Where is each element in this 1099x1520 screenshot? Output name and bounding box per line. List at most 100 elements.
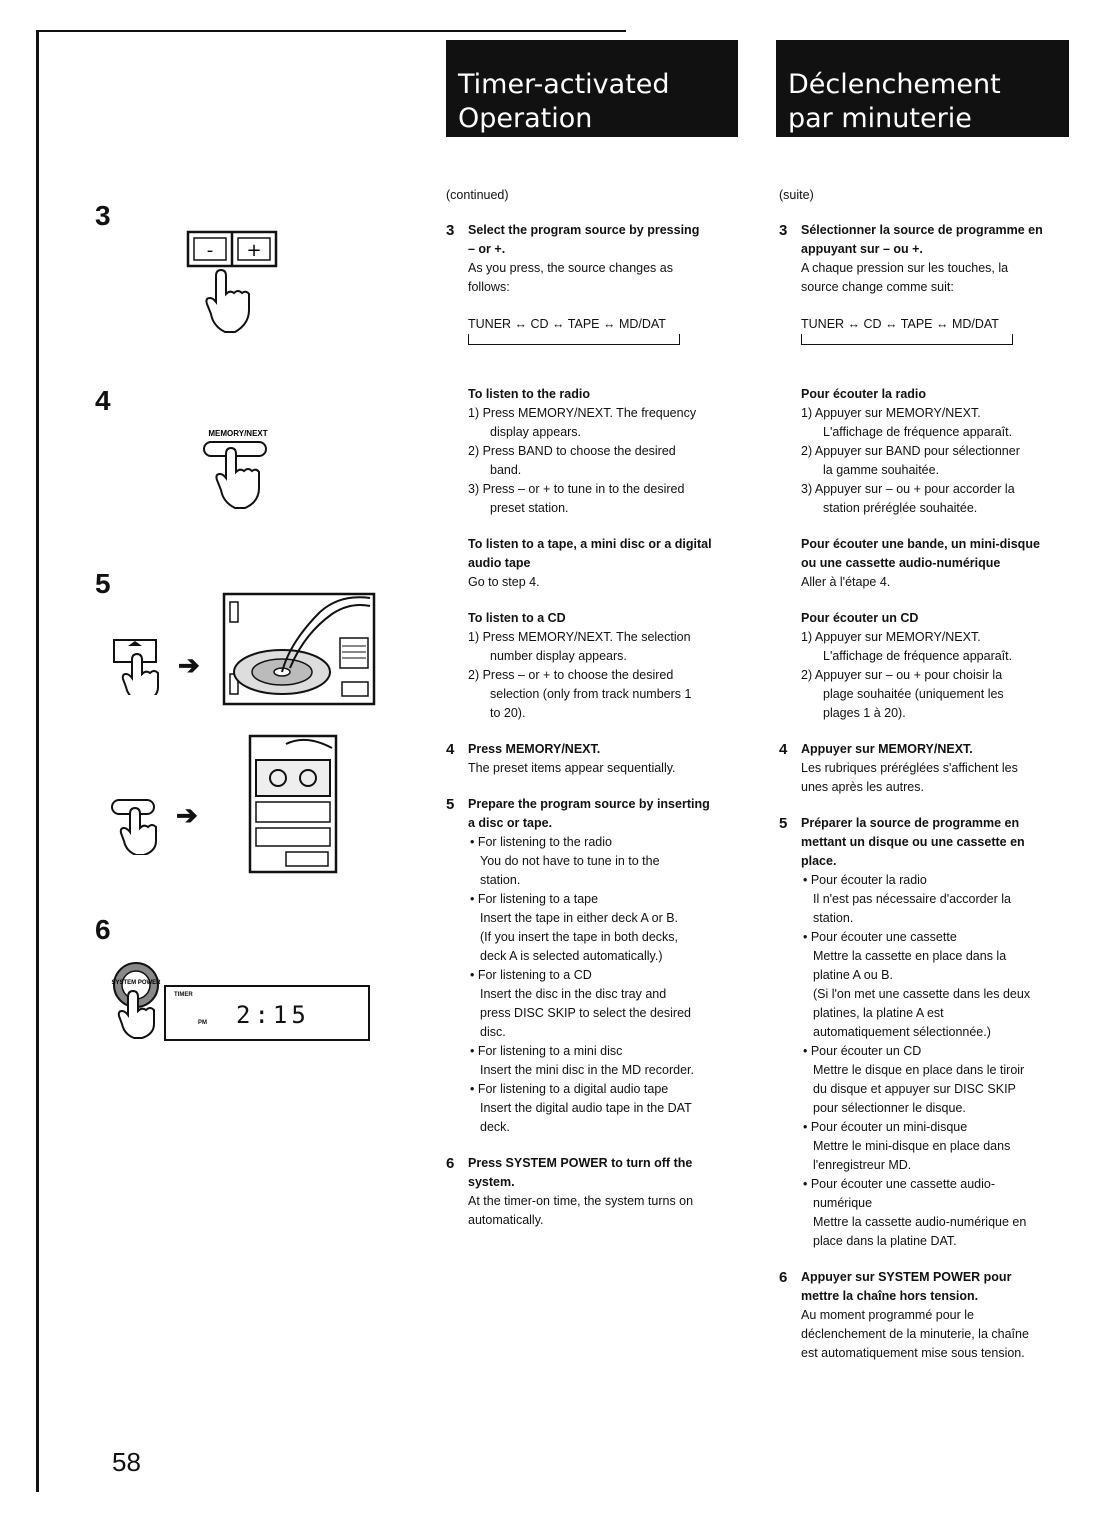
bullet-item: • For listening to a digital audio tape [470, 1082, 669, 1096]
display-timer-label: TIMER [174, 992, 193, 998]
step-title: Press MEMORY/NEXT. [468, 742, 601, 756]
open-close-button-illustration [110, 620, 190, 702]
timer-display-illustration: TIMER PM 2:15 [164, 985, 370, 1041]
illustration-step-4: 4 [95, 385, 111, 416]
radio-section: Pour écouter la radio 1) Appuyer sur MEM… [779, 385, 1079, 518]
list-item: 3) Press – or + to tune in to the desire… [468, 482, 685, 496]
step-text: A chaque pression sur les touches, la [801, 261, 1009, 275]
bullet-item: numérique [813, 1196, 873, 1210]
tape-eject-button-illustration [108, 780, 188, 856]
bullet-text: Mettre le disque en place dans le tiroir [813, 1063, 1025, 1077]
bullet-text: pour sélectionner le disque. [813, 1101, 966, 1115]
bullet-text: platines, la platine A est [813, 1006, 944, 1020]
step-6: 6 Press SYSTEM POWER to turn off the sys… [446, 1154, 746, 1230]
english-column: (continued) 3 Select the program source … [446, 186, 746, 1230]
step-title: Select the program source by pressing [468, 223, 700, 237]
step-text: follows: [468, 280, 510, 294]
bullet-text: Insert the disc in the disc tray and [480, 987, 667, 1001]
bullet-text: station. [480, 873, 521, 887]
header-french-line2: par minuterie [788, 103, 972, 134]
list-item: 2) Press – or + to choose the desired [468, 668, 674, 682]
bullet-text: platine A ou B. [813, 968, 893, 982]
section-title: ou une cassette audio-numérique [801, 556, 1001, 570]
section-title: Pour écouter une bande, un mini-disque [801, 537, 1040, 551]
list-item: number display appears. [490, 649, 627, 663]
step-title: Préparer la source de programme en [801, 816, 1020, 830]
flow-bracket [801, 334, 1013, 345]
bullet-text: (Si l'on met une cassette dans les deux [813, 987, 1031, 1001]
continued-label: (continued) [446, 188, 509, 202]
list-item: 3) Appuyer sur – ou + pour accorder la [801, 482, 1015, 496]
tape-section: To listen to a tape, a mini disc or a di… [446, 535, 746, 592]
step-title: system. [468, 1175, 515, 1189]
flow-bracket [468, 334, 680, 345]
minus-plus-buttons-illustration: - + [186, 228, 291, 338]
display-pm-label: PM [198, 1020, 207, 1026]
header-english-line1: Timer-activated [458, 69, 670, 100]
step-5: 5 Préparer la source de programme en met… [779, 814, 1079, 1251]
header-english-line2: Operation [458, 103, 593, 134]
step-number: 6 [446, 1155, 455, 1172]
bullet-text: press DISC SKIP to select the desired [480, 1006, 691, 1020]
bullet-item: • For listening to a tape [470, 892, 599, 906]
tape-section: Pour écouter une bande, un mini-disque o… [779, 535, 1079, 592]
step-text: Au moment programmé pour le [801, 1308, 974, 1322]
step-text: The preset items appear sequentially. [468, 761, 676, 775]
system-power-label: SYSTEM POWER [111, 980, 161, 986]
list-item: 2) Appuyer sur BAND pour sélectionner [801, 444, 1020, 458]
radio-section: To listen to the radio 1) Press MEMORY/N… [446, 385, 746, 518]
step-title: Sélectionner la source de programme en [801, 223, 1043, 237]
section-title: To listen to the radio [468, 387, 590, 401]
bullet-text: Insert the mini disc in the MD recorder. [480, 1063, 694, 1077]
step-title: – or +. [468, 242, 506, 256]
bullet-text: You do not have to tune in to the [480, 854, 660, 868]
bullet-text: (If you insert the tape in both decks, [480, 930, 679, 944]
section-title: Pour écouter un CD [801, 611, 919, 625]
bullet-item: • For listening to a mini disc [470, 1044, 623, 1058]
bullet-item: • Pour écouter une cassette [803, 930, 957, 944]
bullet-item: • Pour écouter une cassette audio- [803, 1177, 995, 1191]
list-item: plage souhaitée (uniquement les [823, 687, 1004, 701]
header-french-line1: Déclenchement [788, 69, 1001, 100]
illustration-step-5: 5 [95, 568, 111, 599]
step-text: déclenchement de la minuterie, la chaîne [801, 1327, 1029, 1341]
memory-next-label: MEMORY/NEXT [208, 429, 267, 438]
list-item: L'affichage de fréquence apparaît. [823, 649, 1013, 663]
list-item: selection (only from track numbers 1 [490, 687, 692, 701]
section-title: To listen to a tape, a mini disc or a di… [468, 537, 712, 551]
bullet-text: Insert the tape in either deck A or B. [480, 911, 679, 925]
step-text: As you press, the source changes as [468, 261, 673, 275]
bullet-item: • Pour écouter un CD [803, 1044, 922, 1058]
left-rule [36, 30, 39, 1492]
bullet-text: Il n'est pas nécessaire d'accorder la [813, 892, 1011, 906]
bullet-text: automatiquement sélectionnée.) [813, 1025, 991, 1039]
cd-section: To listen to a CD 1) Press MEMORY/NEXT. … [446, 609, 746, 723]
cd-section: Pour écouter un CD 1) Appuyer sur MEMORY… [779, 609, 1079, 723]
step-number: 5 [779, 815, 788, 832]
step-text: est automatiquement mise sous tension. [801, 1346, 1025, 1360]
list-item: plages 1 à 20). [823, 706, 906, 720]
list-item: 1) Appuyer sur MEMORY/NEXT. [801, 630, 981, 644]
bullet-text: deck. [480, 1120, 510, 1134]
plus-label: + [246, 240, 261, 261]
bullet-text: Insert the digital audio tape in the DAT [480, 1101, 692, 1115]
step-4: 4 Appuyer sur MEMORY/NEXT. Les rubriques… [779, 740, 1079, 797]
bullet-text: disc. [480, 1025, 506, 1039]
step-title: mettant un disque ou une cassette en [801, 835, 1025, 849]
step-number: 3 [779, 222, 788, 239]
section-text: Aller à l'étape 4. [801, 575, 891, 589]
step-number: 5 [446, 796, 455, 813]
arrow-right-icon: ➔ [178, 650, 200, 680]
display-time: 2:15 [236, 1001, 310, 1029]
list-item: 2) Appuyer sur – ou + pour choisir la [801, 668, 1003, 682]
list-item: la gamme souhaitée. [823, 463, 940, 477]
step-title: mettre la chaîne hors tension. [801, 1289, 979, 1303]
bullet-text: station. [813, 911, 854, 925]
list-item: 2) Press BAND to choose the desired [468, 444, 676, 458]
step-3: 3 Sélectionner la source de programme en… [779, 221, 1079, 297]
step-number: 3 [446, 222, 455, 239]
step-4: 4 Press MEMORY/NEXT. The preset items ap… [446, 740, 746, 778]
continued-label: (suite) [779, 188, 814, 202]
bullet-text: deck A is selected automatically.) [480, 949, 663, 963]
step-6: 6 Appuyer sur SYSTEM POWER pour mettre l… [779, 1268, 1079, 1363]
